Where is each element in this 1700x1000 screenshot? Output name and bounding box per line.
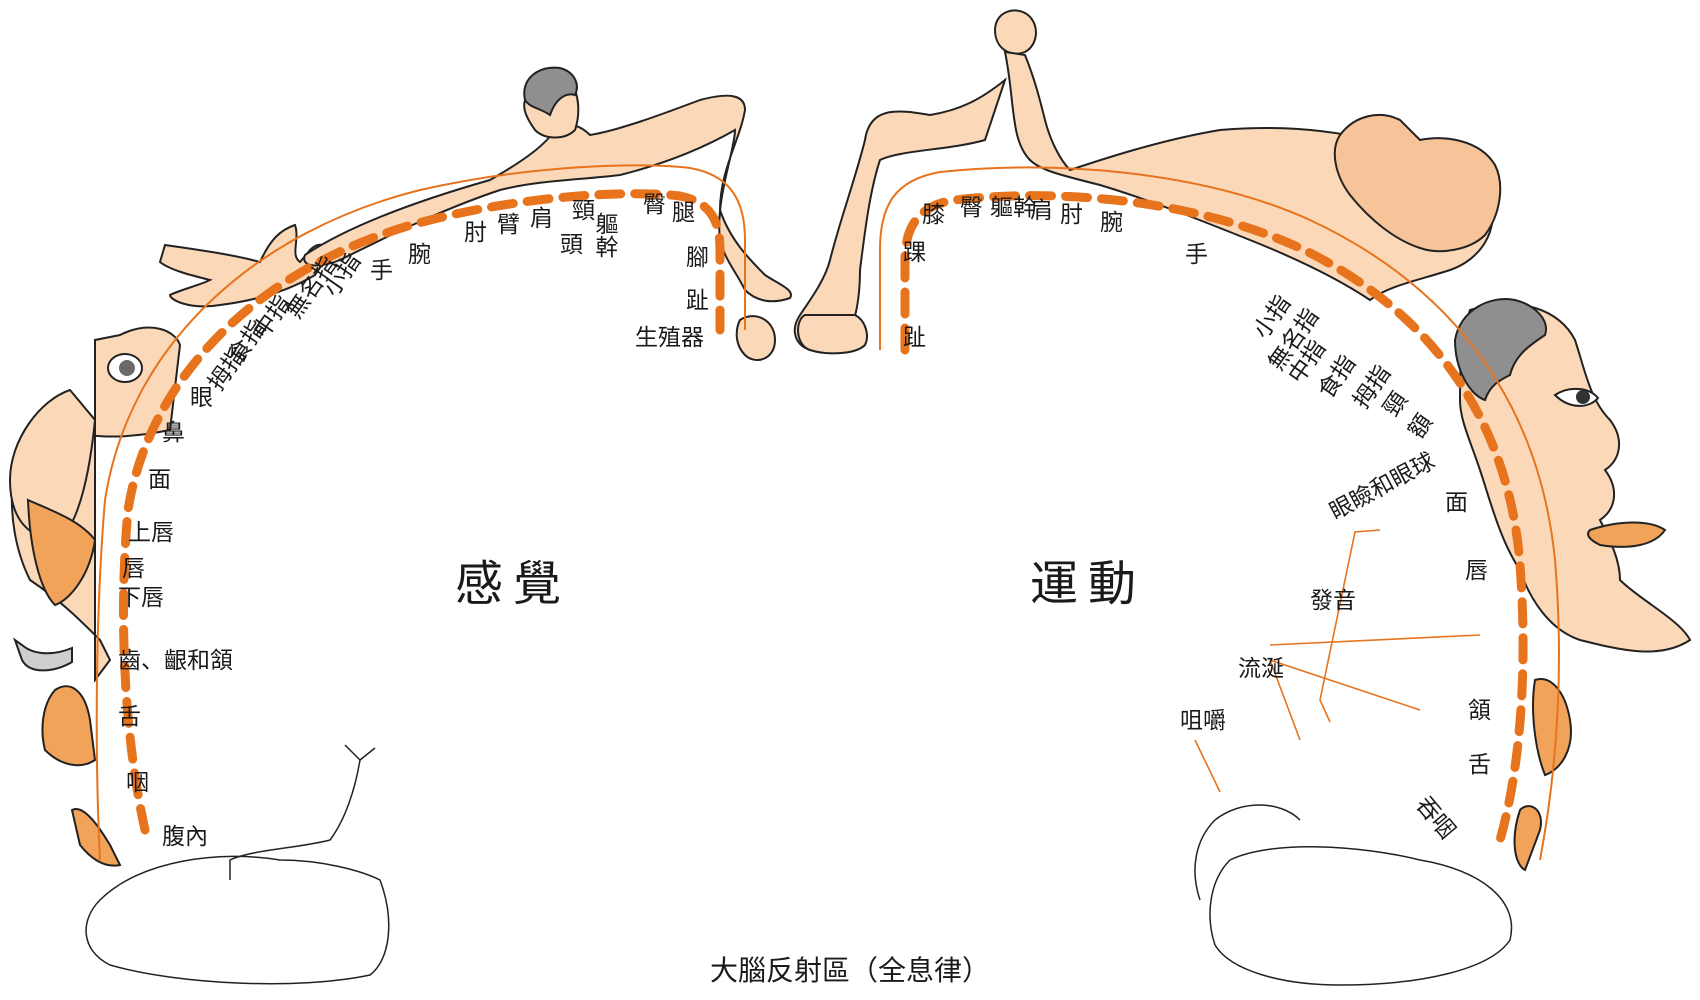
sensory-label-lower-lip: 下唇 <box>118 585 164 611</box>
sensory-label-shoulder: 肩 <box>530 206 553 232</box>
sensory-label-lips: 唇 <box>122 556 145 582</box>
motor-title: 運動 <box>1030 556 1146 612</box>
motor-label-toes: 趾 <box>903 325 926 351</box>
motor-label-trunk: 軀幹 <box>990 195 1036 221</box>
motor-label-swallowing: 吞咽 <box>1410 792 1459 844</box>
sensory-title: 感覺 <box>455 556 571 612</box>
sensory-label-abdomen: 腹內 <box>162 824 208 850</box>
motor-label-elbow: 肘 <box>1060 202 1083 228</box>
motor-label-eyelid: 眼瞼和眼球 <box>1326 448 1440 525</box>
sensory-label-elbow: 肘 <box>464 220 487 246</box>
motor-label-knee: 膝 <box>922 202 945 228</box>
motor-tongue <box>1532 678 1572 777</box>
sensory-genitals <box>735 315 777 361</box>
sensory-label-face: 面 <box>148 467 171 493</box>
sensory-label-arm: 臂 <box>497 212 520 238</box>
sensory-label-foot: 腳 <box>686 245 709 271</box>
sensory-jaw-icon <box>13 637 73 672</box>
motor-label-brow: 額 <box>1404 410 1438 444</box>
sensory-label-head: 頭 <box>560 232 583 258</box>
motor-leg <box>793 77 1008 352</box>
sensory-label-trunk: 軀幹 <box>591 212 619 258</box>
motor-foot <box>797 314 868 355</box>
sensory-label-teeth: 齒、齦和頷 <box>118 648 233 674</box>
motor-pupil <box>1576 390 1590 404</box>
motor-label-face: 面 <box>1445 490 1468 516</box>
motor-cortex-arc <box>879 166 1561 861</box>
motor-label-vocalization: 發音 <box>1310 588 1356 614</box>
motor-label-salivation: 流涎 <box>1238 656 1284 682</box>
caption: 大腦反射區（全息律） <box>710 954 990 987</box>
sensory-hair <box>523 66 578 117</box>
motor-label-lips: 唇 <box>1465 558 1488 584</box>
sensory-label-hand: 手 <box>370 258 393 284</box>
sensory-homunculus-figure <box>8 66 792 867</box>
sensory-label-toes: 趾 <box>686 288 709 314</box>
motor-hair <box>1453 298 1547 402</box>
sensory-label-tongue: 舌 <box>118 704 141 730</box>
motor-pharynx <box>1513 805 1542 872</box>
motor-leader-lines <box>1194 529 1481 793</box>
sensory-label-upper-lip: 上唇 <box>128 520 174 546</box>
sensory-pharynx <box>70 808 122 867</box>
motor-label-wrist: 腕 <box>1100 210 1123 236</box>
brain-outline <box>85 744 1513 986</box>
sensory-label-pharynx: 咽 <box>126 770 149 796</box>
sensory-tongue <box>41 685 97 767</box>
motor-label-mastication: 咀嚼 <box>1180 708 1226 734</box>
motor-label-jaw: 頷 <box>1468 698 1491 724</box>
sensory-label-leg: 腿 <box>672 200 695 226</box>
sensory-label-genitals: 生殖器 <box>635 325 704 351</box>
motor-label-hip: 臀 <box>960 195 983 221</box>
motor-head <box>993 9 1037 55</box>
sensory-label-neck: 頸 <box>572 198 595 224</box>
sensory-label-trunk-group: 軀幹 <box>591 212 619 258</box>
sensory-pupil <box>119 360 135 376</box>
sensory-label-forearm: 腕 <box>408 242 431 268</box>
sensory-label-hip: 臀 <box>643 192 666 218</box>
motor-hand <box>1333 114 1502 253</box>
motor-label-ankle: 踝 <box>903 240 926 266</box>
sensory-cortex-arc <box>95 164 746 861</box>
motor-label-tongue: 舌 <box>1468 752 1491 778</box>
motor-label-shoulder: 肩 <box>1030 198 1053 224</box>
sensory-label-eye: 眼 <box>190 385 213 411</box>
motor-label-hand: 手 <box>1185 242 1208 268</box>
motor-homunculus-figure <box>793 9 1692 872</box>
sensory-label-nose: 鼻 <box>162 420 185 446</box>
sensory-lip <box>26 498 97 607</box>
motor-labels: 趾 踝 膝 臀 軀幹 肩 肘 腕 手 小指 無名指 中指 食指 拇指 頸 額 眼… <box>903 195 1491 844</box>
motor-lip <box>1587 521 1667 548</box>
